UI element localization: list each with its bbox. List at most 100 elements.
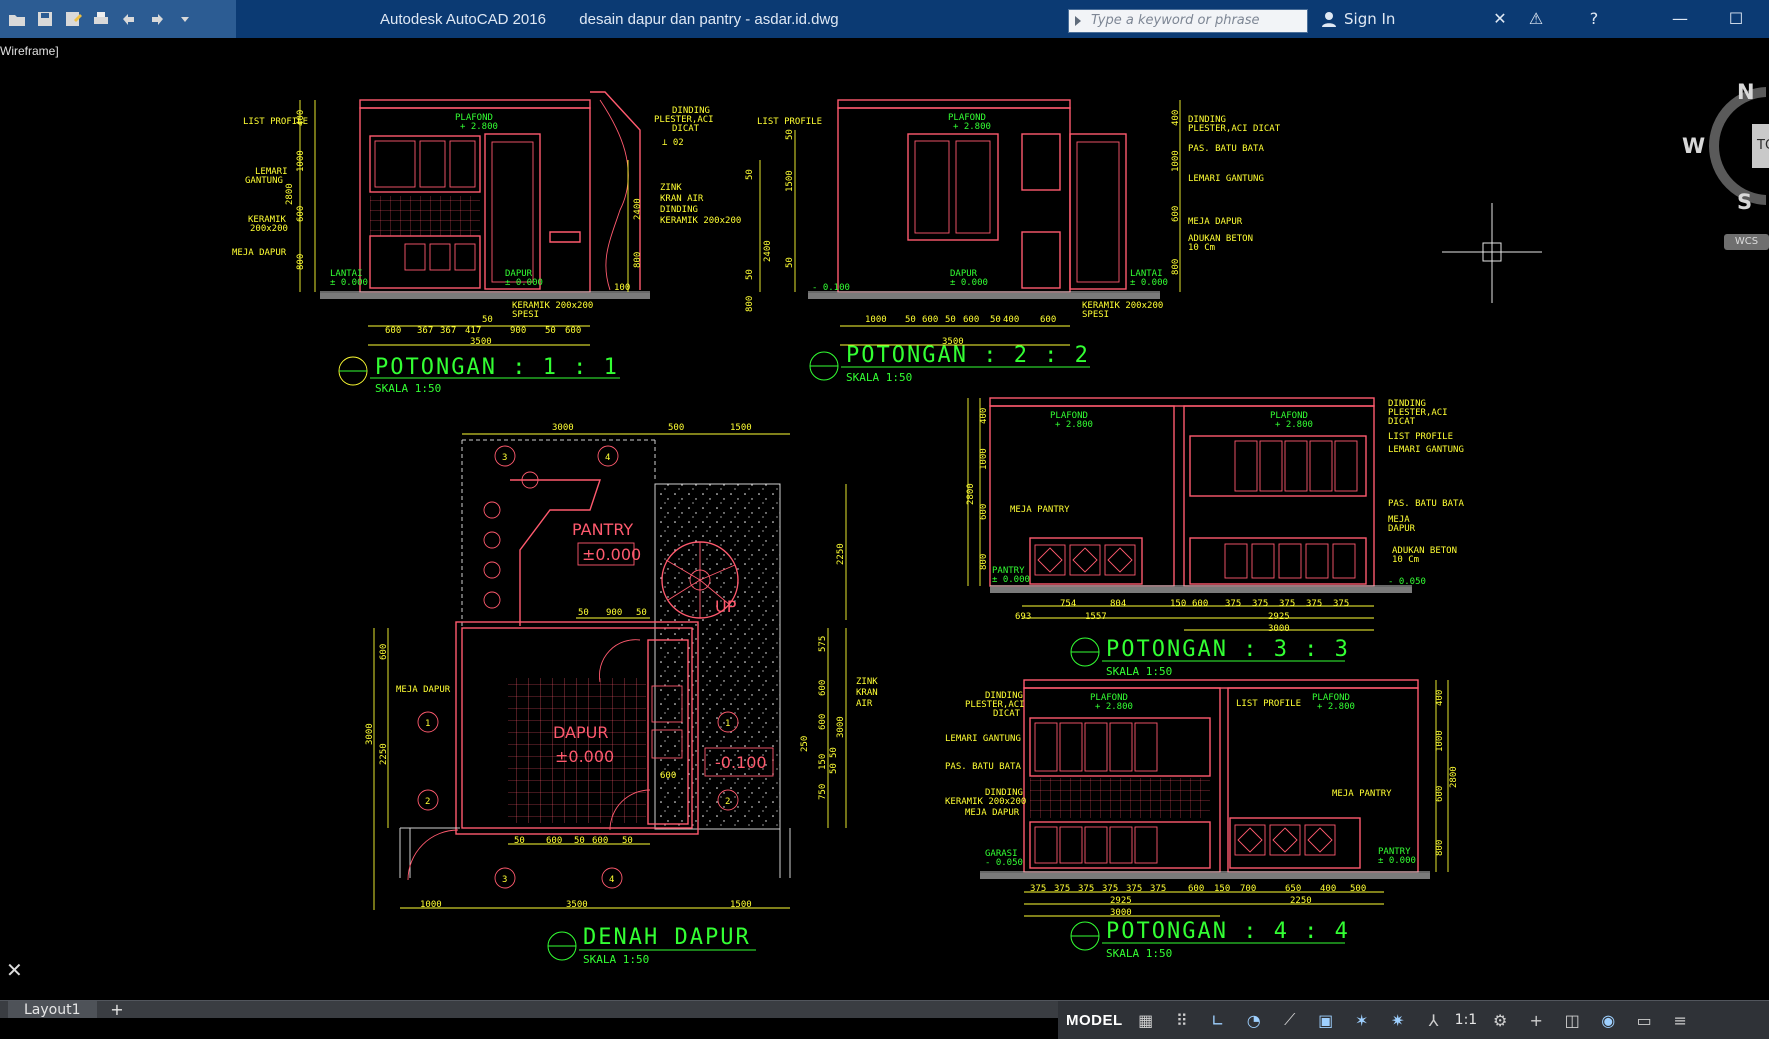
ortho-icon[interactable]: ∟ bbox=[1210, 1010, 1225, 1030]
dim-33-l0: 400 bbox=[979, 408, 989, 424]
exchange-apps-icon[interactable]: ✕ bbox=[1493, 9, 1507, 28]
dim-denah-r8: 50 bbox=[829, 763, 839, 774]
annotation-visibility-icon[interactable]: ✶ bbox=[1354, 1010, 1369, 1030]
plus-icon[interactable]: + bbox=[1529, 1010, 1543, 1030]
dim-denah-it1: 900 bbox=[606, 608, 622, 618]
lbl-keramik-11: KERAMIK bbox=[248, 215, 287, 225]
viewcube-top-face[interactable]: TOP bbox=[1752, 124, 1769, 168]
marker-3a: 3 bbox=[502, 453, 507, 463]
dim-11-b4: 900 bbox=[510, 326, 526, 336]
kitchen-room bbox=[461, 627, 693, 829]
annotation-scale-value[interactable]: 1:1 bbox=[1454, 1012, 1478, 1028]
viewport-style-label[interactable]: Wireframe] bbox=[0, 44, 59, 58]
dim-44-b2: 375 bbox=[1078, 884, 1094, 894]
dim-22-b2: 600 bbox=[922, 315, 938, 325]
dim-22-l0: 50 bbox=[745, 169, 755, 180]
dim-denah-r1: 575 bbox=[818, 636, 828, 652]
wcs-menu[interactable]: WCS bbox=[1724, 234, 1769, 250]
dim-22-b5: 50 bbox=[990, 315, 1001, 325]
customize-icon[interactable]: ≡ bbox=[1673, 1010, 1687, 1030]
dim-33-l1: 1000 bbox=[979, 448, 989, 470]
clean-screen-icon[interactable]: ▭ bbox=[1636, 1010, 1652, 1030]
lbl-dapur-level-22: ± 0.000 bbox=[950, 278, 988, 288]
grid-icon[interactable]: ▦ bbox=[1138, 1010, 1154, 1030]
help-icon[interactable]: ? bbox=[1589, 9, 1599, 28]
dim-22-l3: 800 bbox=[745, 296, 755, 312]
annotation-scale-icon[interactable]: ⅄ bbox=[1428, 1010, 1439, 1030]
sign-in-label: Sign In bbox=[1344, 10, 1396, 28]
dim-44-b5: 375 bbox=[1150, 884, 1166, 894]
open-folder-icon[interactable] bbox=[6, 8, 28, 30]
section-marker-3b: 3 bbox=[494, 867, 516, 889]
lbl-dapur-denah: DAPUR bbox=[553, 723, 608, 742]
lbl-plester-11: PLESTER,ACI bbox=[654, 115, 714, 125]
compass-west[interactable]: W bbox=[1682, 134, 1706, 158]
lbl-dicat-44: DICAT bbox=[993, 709, 1021, 719]
customize-toolbar-icon[interactable] bbox=[174, 8, 196, 30]
lbl-plafond-level-33b: + 2.800 bbox=[1275, 420, 1313, 430]
section-marker-1b: 1 bbox=[717, 711, 739, 733]
undo-icon[interactable] bbox=[118, 8, 140, 30]
lbl-air-denah: AIR bbox=[856, 699, 873, 709]
lbl-batu-bata-22: PAS. BATU BATA bbox=[1188, 144, 1264, 154]
dim-44-r0: 400 bbox=[1435, 690, 1445, 706]
dim-denah-t1: 500 bbox=[668, 423, 684, 433]
section-potongan-2-2: LIST PROFILE DINDING PLESTER,ACI DICAT P… bbox=[745, 99, 1281, 384]
auto-scale-icon[interactable]: ✷ bbox=[1390, 1010, 1405, 1030]
dim-11-l4: 2800 bbox=[285, 183, 295, 205]
autodesk-360-icon[interactable]: ⚠ bbox=[1528, 9, 1544, 28]
workspace-gear-icon[interactable]: ⚙ bbox=[1493, 1010, 1508, 1030]
dim-44-b7: 150 bbox=[1214, 884, 1230, 894]
dim-11-b5: 50 bbox=[545, 326, 556, 336]
kitchen-counter-4 bbox=[1029, 821, 1211, 869]
compass-south[interactable]: S bbox=[1737, 190, 1753, 214]
dim-denah-ib2: 50 bbox=[574, 836, 585, 846]
pantry-counter-4 bbox=[1229, 817, 1361, 869]
dim-33-b8: 375 bbox=[1306, 599, 1322, 609]
dim-denah-r9: 50 bbox=[829, 747, 839, 758]
dim-11-r1: 800 bbox=[633, 252, 643, 268]
compass-north[interactable]: N bbox=[1737, 80, 1755, 104]
print-icon[interactable] bbox=[90, 8, 112, 30]
minimize-icon[interactable]: — bbox=[1672, 9, 1688, 28]
add-layout-icon[interactable]: + bbox=[110, 1000, 124, 1019]
redo-icon[interactable] bbox=[146, 8, 168, 30]
marker-4b: 4 bbox=[609, 875, 614, 885]
polar-tracking-icon[interactable]: ◔ bbox=[1246, 1010, 1261, 1030]
lbl-10cm-22: 10 Cm bbox=[1188, 243, 1215, 253]
tab-layout1[interactable]: Layout1 bbox=[8, 1001, 97, 1019]
isodraft-icon[interactable]: ⟋ bbox=[1284, 1010, 1296, 1029]
lbl-lantai-level-11: ± 0.000 bbox=[330, 278, 368, 288]
dim-denah-ib0: 50 bbox=[514, 836, 525, 846]
maximize-icon[interactable]: ☐ bbox=[1728, 9, 1744, 28]
lbl-dinding-22: DINDING bbox=[1188, 115, 1226, 125]
lbl-dinding-44: DINDING bbox=[985, 691, 1023, 701]
search-input[interactable]: Type a keyword or phrase bbox=[1068, 9, 1308, 33]
snap-icon[interactable]: ⠿ bbox=[1175, 1010, 1188, 1030]
dim-33-b6: 375 bbox=[1252, 599, 1268, 609]
pantry-counter-3 bbox=[1029, 537, 1143, 585]
marker-2b: 2 bbox=[725, 797, 730, 807]
object-snap-icon[interactable]: ▣ bbox=[1318, 1010, 1334, 1030]
isolate-objects-icon[interactable]: ◉ bbox=[1601, 1010, 1616, 1030]
save-as-icon[interactable] bbox=[62, 8, 84, 30]
model-space-button[interactable]: MODEL bbox=[1066, 1011, 1123, 1029]
section-potongan-3-3: DINDING PLESTER,ACI DICAT LIST PROFILE L… bbox=[966, 397, 1464, 678]
hanging-cabinet-1 bbox=[369, 135, 481, 193]
dim-denah-b2: 1500 bbox=[730, 900, 752, 910]
dim-44-b3: 375 bbox=[1102, 884, 1118, 894]
lbl-list-profile-44: LIST PROFILE bbox=[1236, 699, 1301, 709]
lbl-lemari-33: LEMARI GANTUNG bbox=[1388, 445, 1464, 455]
drawing-canvas[interactable]: .r { stroke:#ff5a6e; fill:none; stroke-w… bbox=[0, 38, 1769, 1000]
lbl-lantai-level-22: ± 0.000 bbox=[1130, 278, 1168, 288]
hanging-cabinet-4 bbox=[1029, 717, 1211, 777]
dim-11-l0: 400 bbox=[296, 110, 306, 126]
title-potongan-2-2: POTONGAN : 2 : 2 bbox=[846, 343, 1090, 368]
sign-in-button[interactable]: Sign In bbox=[1320, 0, 1395, 38]
dim-44-b1: 375 bbox=[1054, 884, 1070, 894]
save-icon[interactable] bbox=[34, 8, 56, 30]
dim-22-b1: 50 bbox=[905, 315, 916, 325]
viewcube-ring[interactable] bbox=[1686, 80, 1766, 250]
units-icon[interactable]: ◫ bbox=[1564, 1010, 1580, 1030]
lbl-lemari-22: LEMARI GANTUNG bbox=[1188, 174, 1264, 184]
